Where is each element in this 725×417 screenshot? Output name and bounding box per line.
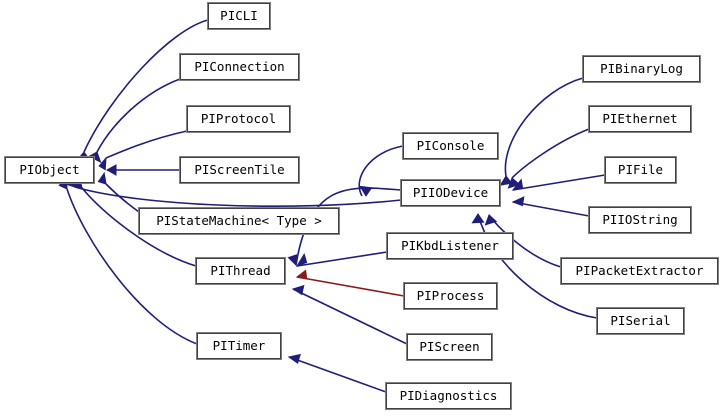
edge-piscreen-pithread bbox=[291, 284, 408, 345]
class-node-label: PIFile bbox=[617, 161, 664, 177]
edge-piconsole-arrowhead bbox=[359, 185, 373, 197]
class-node-pifile[interactable]: PIFile bbox=[604, 156, 677, 184]
class-node-pidiagnostics[interactable]: PIDiagnostics bbox=[385, 382, 512, 410]
class-node-label: PIProtocol bbox=[200, 110, 277, 126]
class-node-piobject[interactable]: PIObject bbox=[4, 156, 95, 184]
class-node-pithread[interactable]: PIThread bbox=[195, 257, 286, 285]
edge-pikbdlistener-pithread bbox=[295, 251, 388, 267]
class-node-pipacketextractor[interactable]: PIPacketExtractor bbox=[560, 257, 719, 285]
class-node-label: PICLI bbox=[220, 7, 258, 23]
class-node-label: PIConnection bbox=[194, 58, 285, 74]
edge-piscreentile-piobject bbox=[105, 164, 180, 176]
class-node-piserial[interactable]: PISerial bbox=[596, 307, 685, 335]
class-node-piprocess[interactable]: PIProcess bbox=[403, 282, 498, 310]
class-node-piethernet[interactable]: PIEthernet bbox=[588, 105, 692, 133]
class-node-label: PITimer bbox=[212, 337, 266, 353]
class-node-label: PIBinaryLog bbox=[600, 60, 683, 76]
class-node-piiostring[interactable]: PIIOString bbox=[588, 206, 692, 234]
class-node-label: PIThread bbox=[210, 262, 271, 278]
class-node-pikbdlistener[interactable]: PIKbdListener bbox=[386, 232, 514, 260]
edge-piconsole-piiodevice bbox=[358, 145, 404, 197]
edge-pibinarylog-piiodevice bbox=[499, 77, 584, 186]
class-node-label: PIKbdListener bbox=[401, 237, 499, 253]
edge-pistatemachine-piobject bbox=[97, 171, 140, 213]
class-node-label: PIIOString bbox=[602, 211, 678, 227]
edge-piprocess-pithread bbox=[295, 269, 405, 297]
class-node-pistatemachine[interactable]: PIStateMachine< Type > bbox=[138, 207, 340, 235]
class-node-pitimer[interactable]: PITimer bbox=[196, 332, 282, 360]
class-node-piscreen[interactable]: PIScreen bbox=[406, 333, 493, 361]
class-node-piprotocol[interactable]: PIProtocol bbox=[186, 105, 291, 133]
class-node-piiodevice[interactable]: PIIODevice bbox=[400, 179, 501, 207]
class-node-label: PIPacketExtractor bbox=[575, 262, 704, 278]
class-node-label: PIScreenTile bbox=[194, 161, 285, 177]
class-node-label: PIEthernet bbox=[602, 110, 678, 126]
class-node-label: PIProcess bbox=[416, 287, 485, 303]
class-node-piconsole[interactable]: PIConsole bbox=[402, 132, 499, 160]
edge-picli-piobject bbox=[76, 19, 209, 162]
edge-pidiagnostics-pitimer bbox=[287, 353, 387, 393]
class-node-piconnection[interactable]: PIConnection bbox=[179, 53, 300, 81]
edge-pifile-piiodevice bbox=[511, 174, 606, 191]
class-node-label: PISerial bbox=[610, 312, 671, 328]
edge-piconnection-piobject bbox=[88, 78, 181, 164]
class-node-label: PIObject bbox=[19, 161, 80, 177]
class-node-picli[interactable]: PICLI bbox=[207, 2, 271, 30]
class-node-label: PIDiagnostics bbox=[399, 387, 498, 403]
edge-piprotocol-piobject bbox=[98, 130, 188, 171]
class-node-pibinarylog[interactable]: PIBinaryLog bbox=[582, 55, 701, 83]
edge-piethernet-piiodevice bbox=[507, 128, 590, 189]
class-node-label: PIStateMachine< Type > bbox=[156, 212, 322, 228]
class-node-label: PIConsole bbox=[416, 137, 485, 153]
class-node-label: PIScreen bbox=[419, 338, 480, 354]
class-node-label: PIIODevice bbox=[412, 184, 489, 200]
edge-pitimer-piobject bbox=[58, 177, 198, 345]
class-node-piscreentile[interactable]: PIScreenTile bbox=[179, 156, 300, 184]
edge-piiostring-piiodevice bbox=[511, 196, 590, 217]
